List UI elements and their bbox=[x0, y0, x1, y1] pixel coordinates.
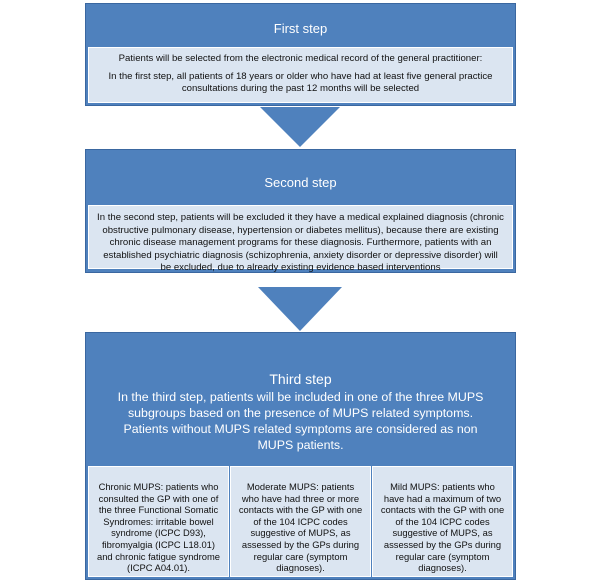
first-step-title: First step bbox=[273, 21, 328, 36]
third-step-title: Third step bbox=[269, 371, 332, 387]
down-arrow-1 bbox=[260, 107, 340, 147]
first-step-line-1: Patients will be selected from the elect… bbox=[118, 53, 483, 64]
subgroup-chronic-mups: Chronic MUPS: patients who consulted the… bbox=[88, 466, 229, 577]
second-step-title: Second step bbox=[264, 175, 337, 190]
first-step-line-2: In the first step, all patients of 18 ye… bbox=[108, 70, 493, 95]
subgroup-moderate-mups: Moderate MUPS: patients who have had thr… bbox=[230, 466, 371, 577]
subgroup-mild-mups: Mild MUPS: patients who have had a maxim… bbox=[372, 466, 513, 577]
third-step-description: In the third step, patients will be incl… bbox=[117, 390, 484, 452]
second-step-box: Second step In the second step, patients… bbox=[85, 149, 516, 273]
first-step-content: Patients will be selected from the elect… bbox=[88, 47, 513, 103]
third-step-box: Third step In the third step, patients w… bbox=[85, 332, 516, 580]
first-step-box: First step Patients will be selected fro… bbox=[85, 3, 516, 106]
second-step-content: In the second step, patients will be exc… bbox=[88, 205, 513, 273]
down-arrow-2 bbox=[258, 287, 342, 331]
second-step-text: In the second step, patients will be exc… bbox=[97, 212, 504, 273]
